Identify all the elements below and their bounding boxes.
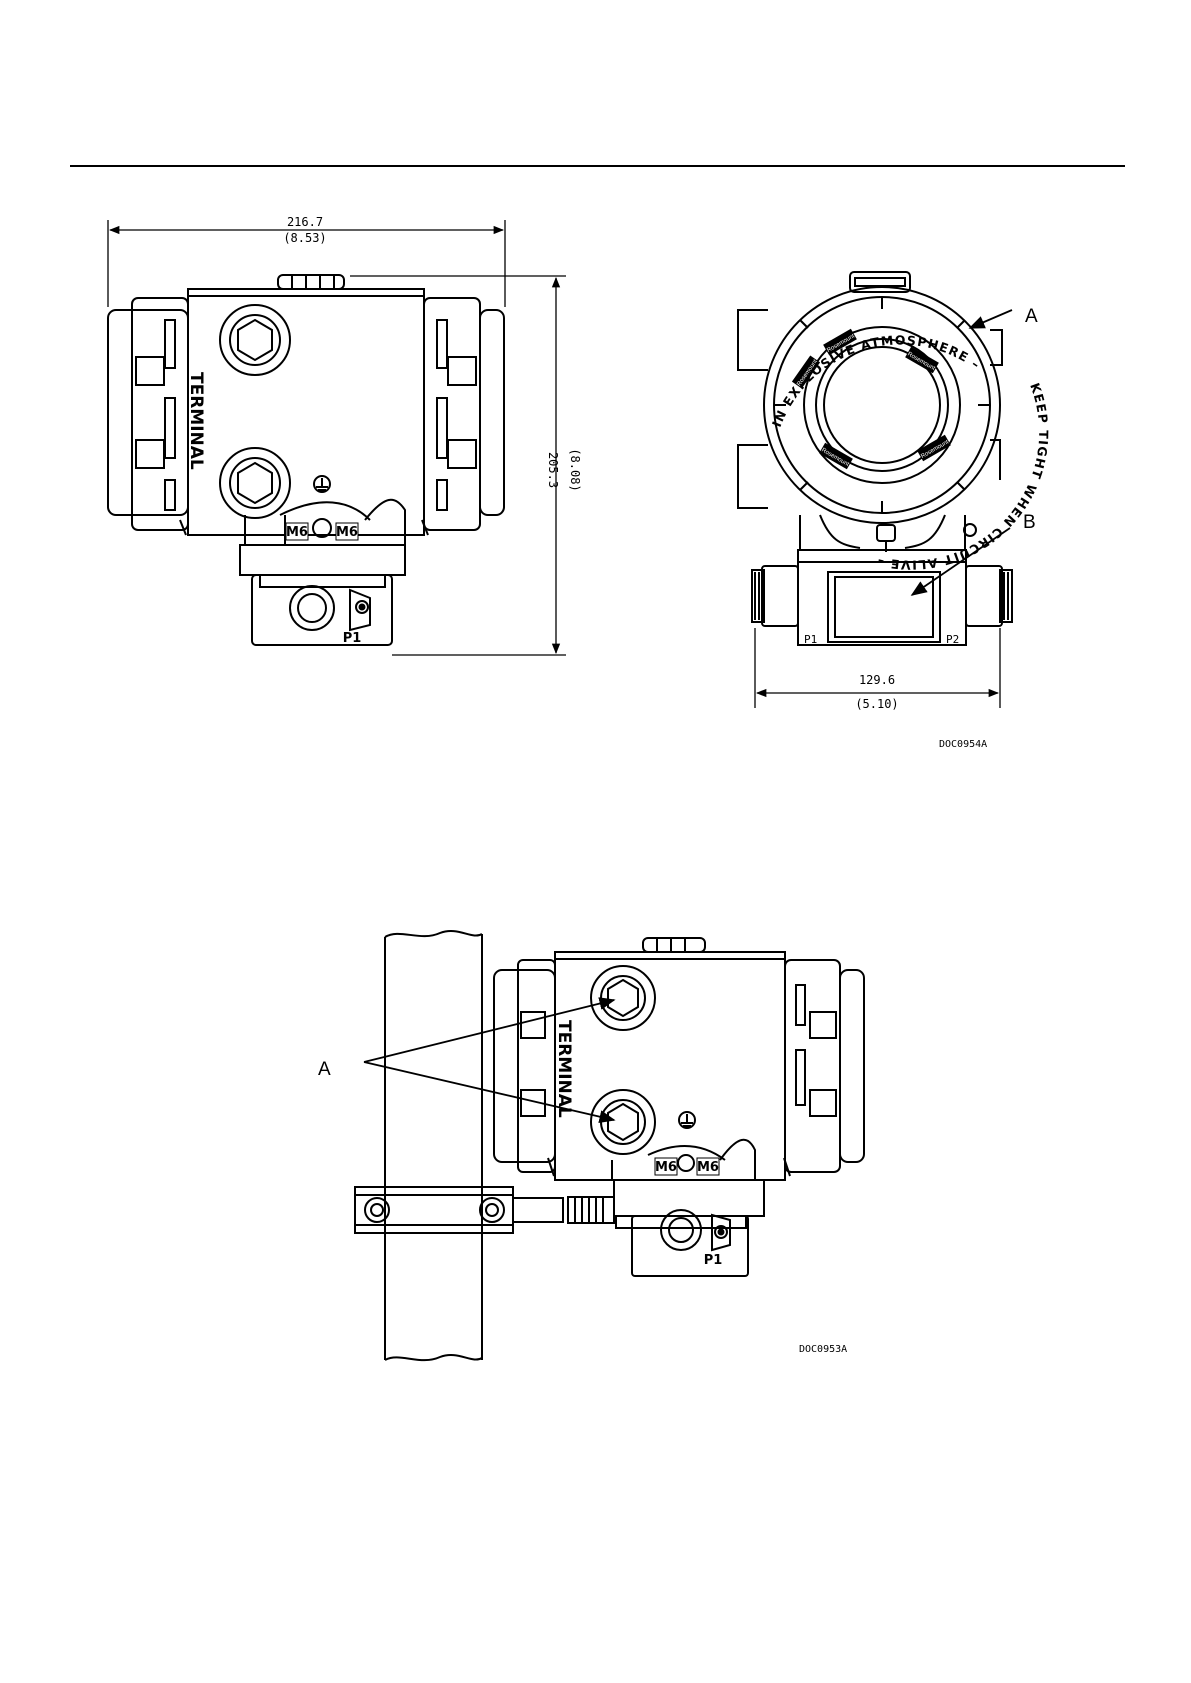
callout-a-arrow [970,310,1012,328]
bottom-callout-a-arrow-upper [364,1000,614,1062]
bottom-port-label-left: M6 [655,1160,677,1175]
front-width-in: (5.10) [855,697,898,711]
side-port-label-right: M6 [336,525,358,540]
bottom-process-label: P1 [704,1253,723,1268]
bottom-callout-a-label: A [318,1059,331,1080]
side-view-transmitter [108,275,504,645]
side-height-dimension [350,276,566,655]
front-width-mm: 129.6 [859,673,895,687]
front-width-dimension [755,628,1000,708]
front-port-left-label: P1 [804,633,817,646]
bottom-port-label-right: M6 [697,1160,719,1175]
side-process-label: P1 [343,631,362,646]
side-width-mm: 216.7 [287,215,323,229]
drawing-id-top: DOC0954A [939,739,987,750]
callout-b-label: B [1023,512,1036,533]
callout-a-label: A [1025,306,1038,327]
bottom-terminal-label: TERMINAL [554,1020,574,1118]
pipe-mount-assembly [355,931,864,1360]
bottom-callout-a-arrow-lower [364,1062,614,1120]
side-height-in: (8.08) [568,448,582,491]
side-height-mm: 205.3 [546,452,560,488]
drawing-id-bottom: DOC0953A [799,1344,847,1355]
side-port-label-left: M6 [286,525,308,540]
front-port-right-label: P2 [946,633,959,646]
side-width-in: (8.53) [283,231,326,245]
side-terminal-label: TERMINAL [186,372,206,470]
